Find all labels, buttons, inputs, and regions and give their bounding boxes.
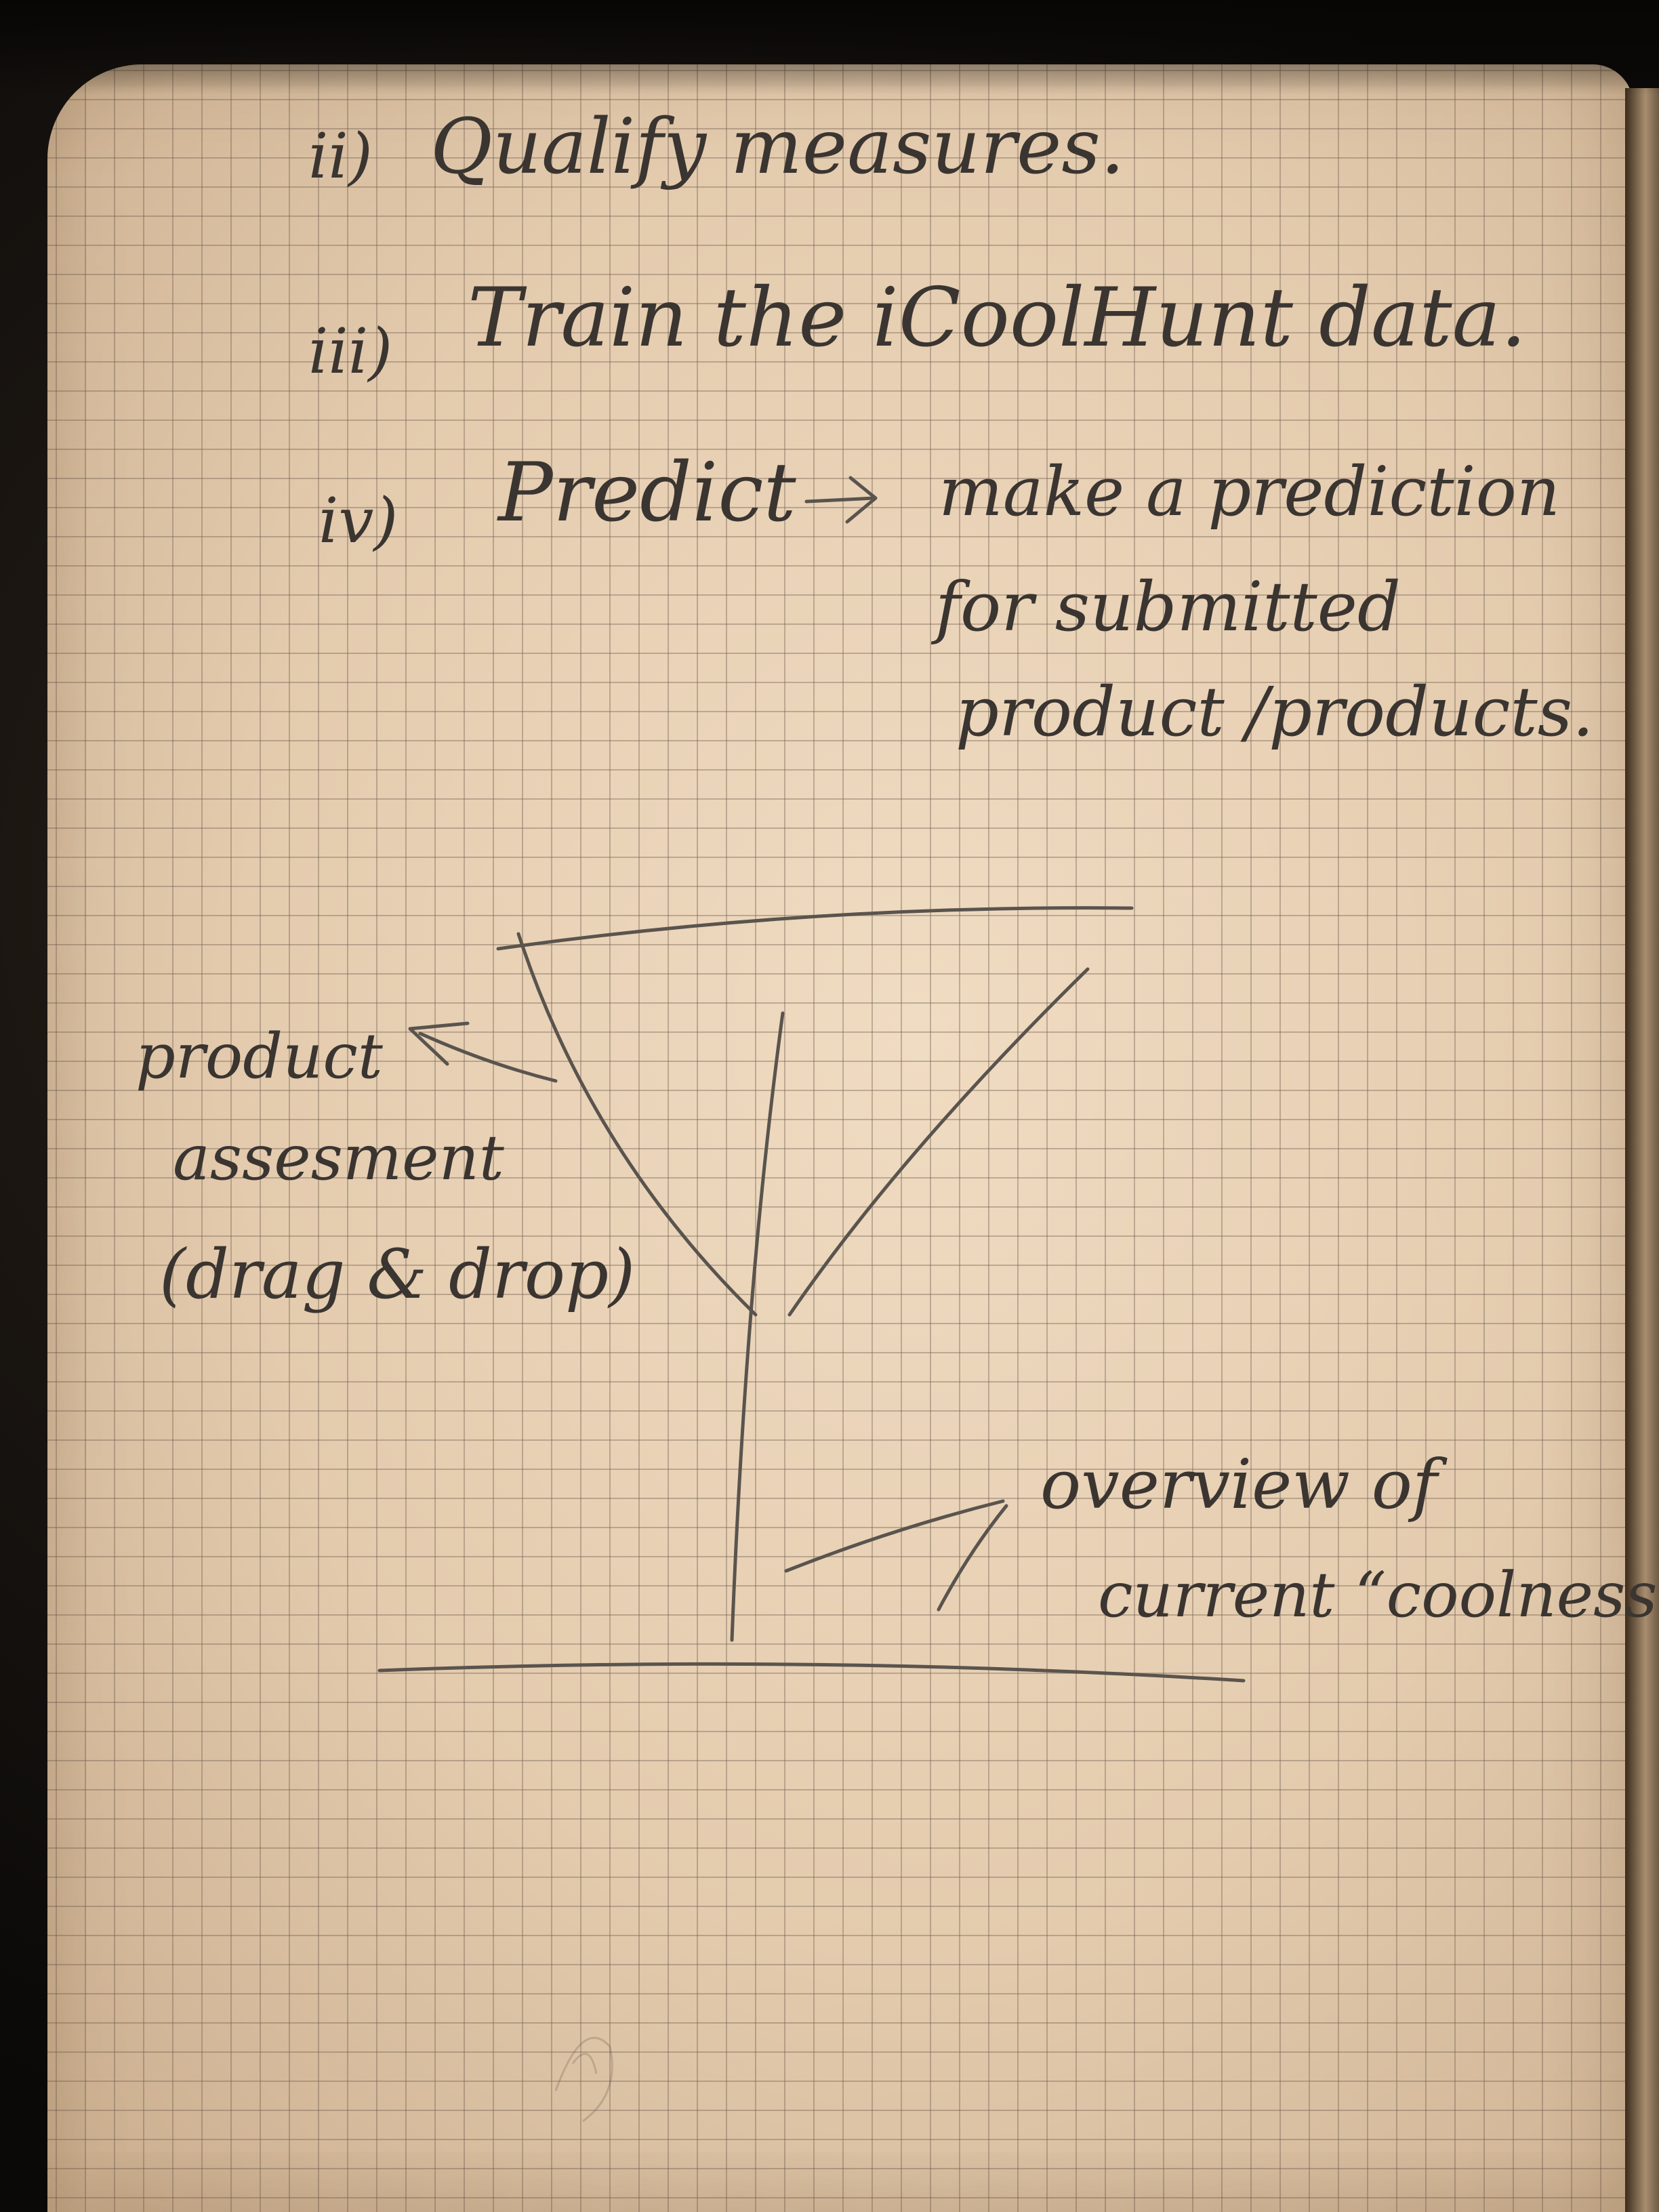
item-4-number: iv) bbox=[319, 485, 398, 557]
left-label-line-3: (drag & drop) bbox=[159, 1235, 635, 1314]
left-label-line-1: product bbox=[136, 1020, 384, 1092]
show-through-smudge bbox=[554, 2036, 613, 2123]
item-3-number: iii) bbox=[308, 315, 392, 388]
item-2-number: ii) bbox=[308, 120, 373, 192]
predict-detail-line-1: make a prediction bbox=[939, 452, 1560, 531]
up-right-arrow-icon bbox=[784, 1499, 1008, 1612]
left-arrow-icon bbox=[408, 1021, 558, 1083]
sketch-center-vertical bbox=[730, 1011, 785, 1642]
right-label-line-1: overview of bbox=[1040, 1445, 1448, 1524]
sketch-right-diagonal bbox=[787, 967, 1090, 1317]
right-label-line-2: current “coolness” bbox=[1098, 1559, 1659, 1631]
sketch-top-line bbox=[496, 906, 1134, 951]
sketch-left-curve bbox=[516, 932, 758, 1317]
notebook-page bbox=[47, 64, 1633, 2212]
right-arrow-icon bbox=[804, 476, 878, 524]
predict-detail-line-3: product /products. bbox=[956, 672, 1594, 752]
predict-detail-line-2: for submitted bbox=[930, 567, 1401, 647]
left-label-line-2: assesment bbox=[173, 1122, 505, 1194]
notebook-page-edge bbox=[1625, 88, 1659, 2212]
sketch-bottom-line bbox=[377, 1662, 1246, 1683]
item-4-text: Predict bbox=[497, 446, 797, 540]
item-2-text: Qualify measures. bbox=[430, 103, 1124, 191]
item-3-text: Train the iCoolHunt data. bbox=[468, 271, 1526, 365]
